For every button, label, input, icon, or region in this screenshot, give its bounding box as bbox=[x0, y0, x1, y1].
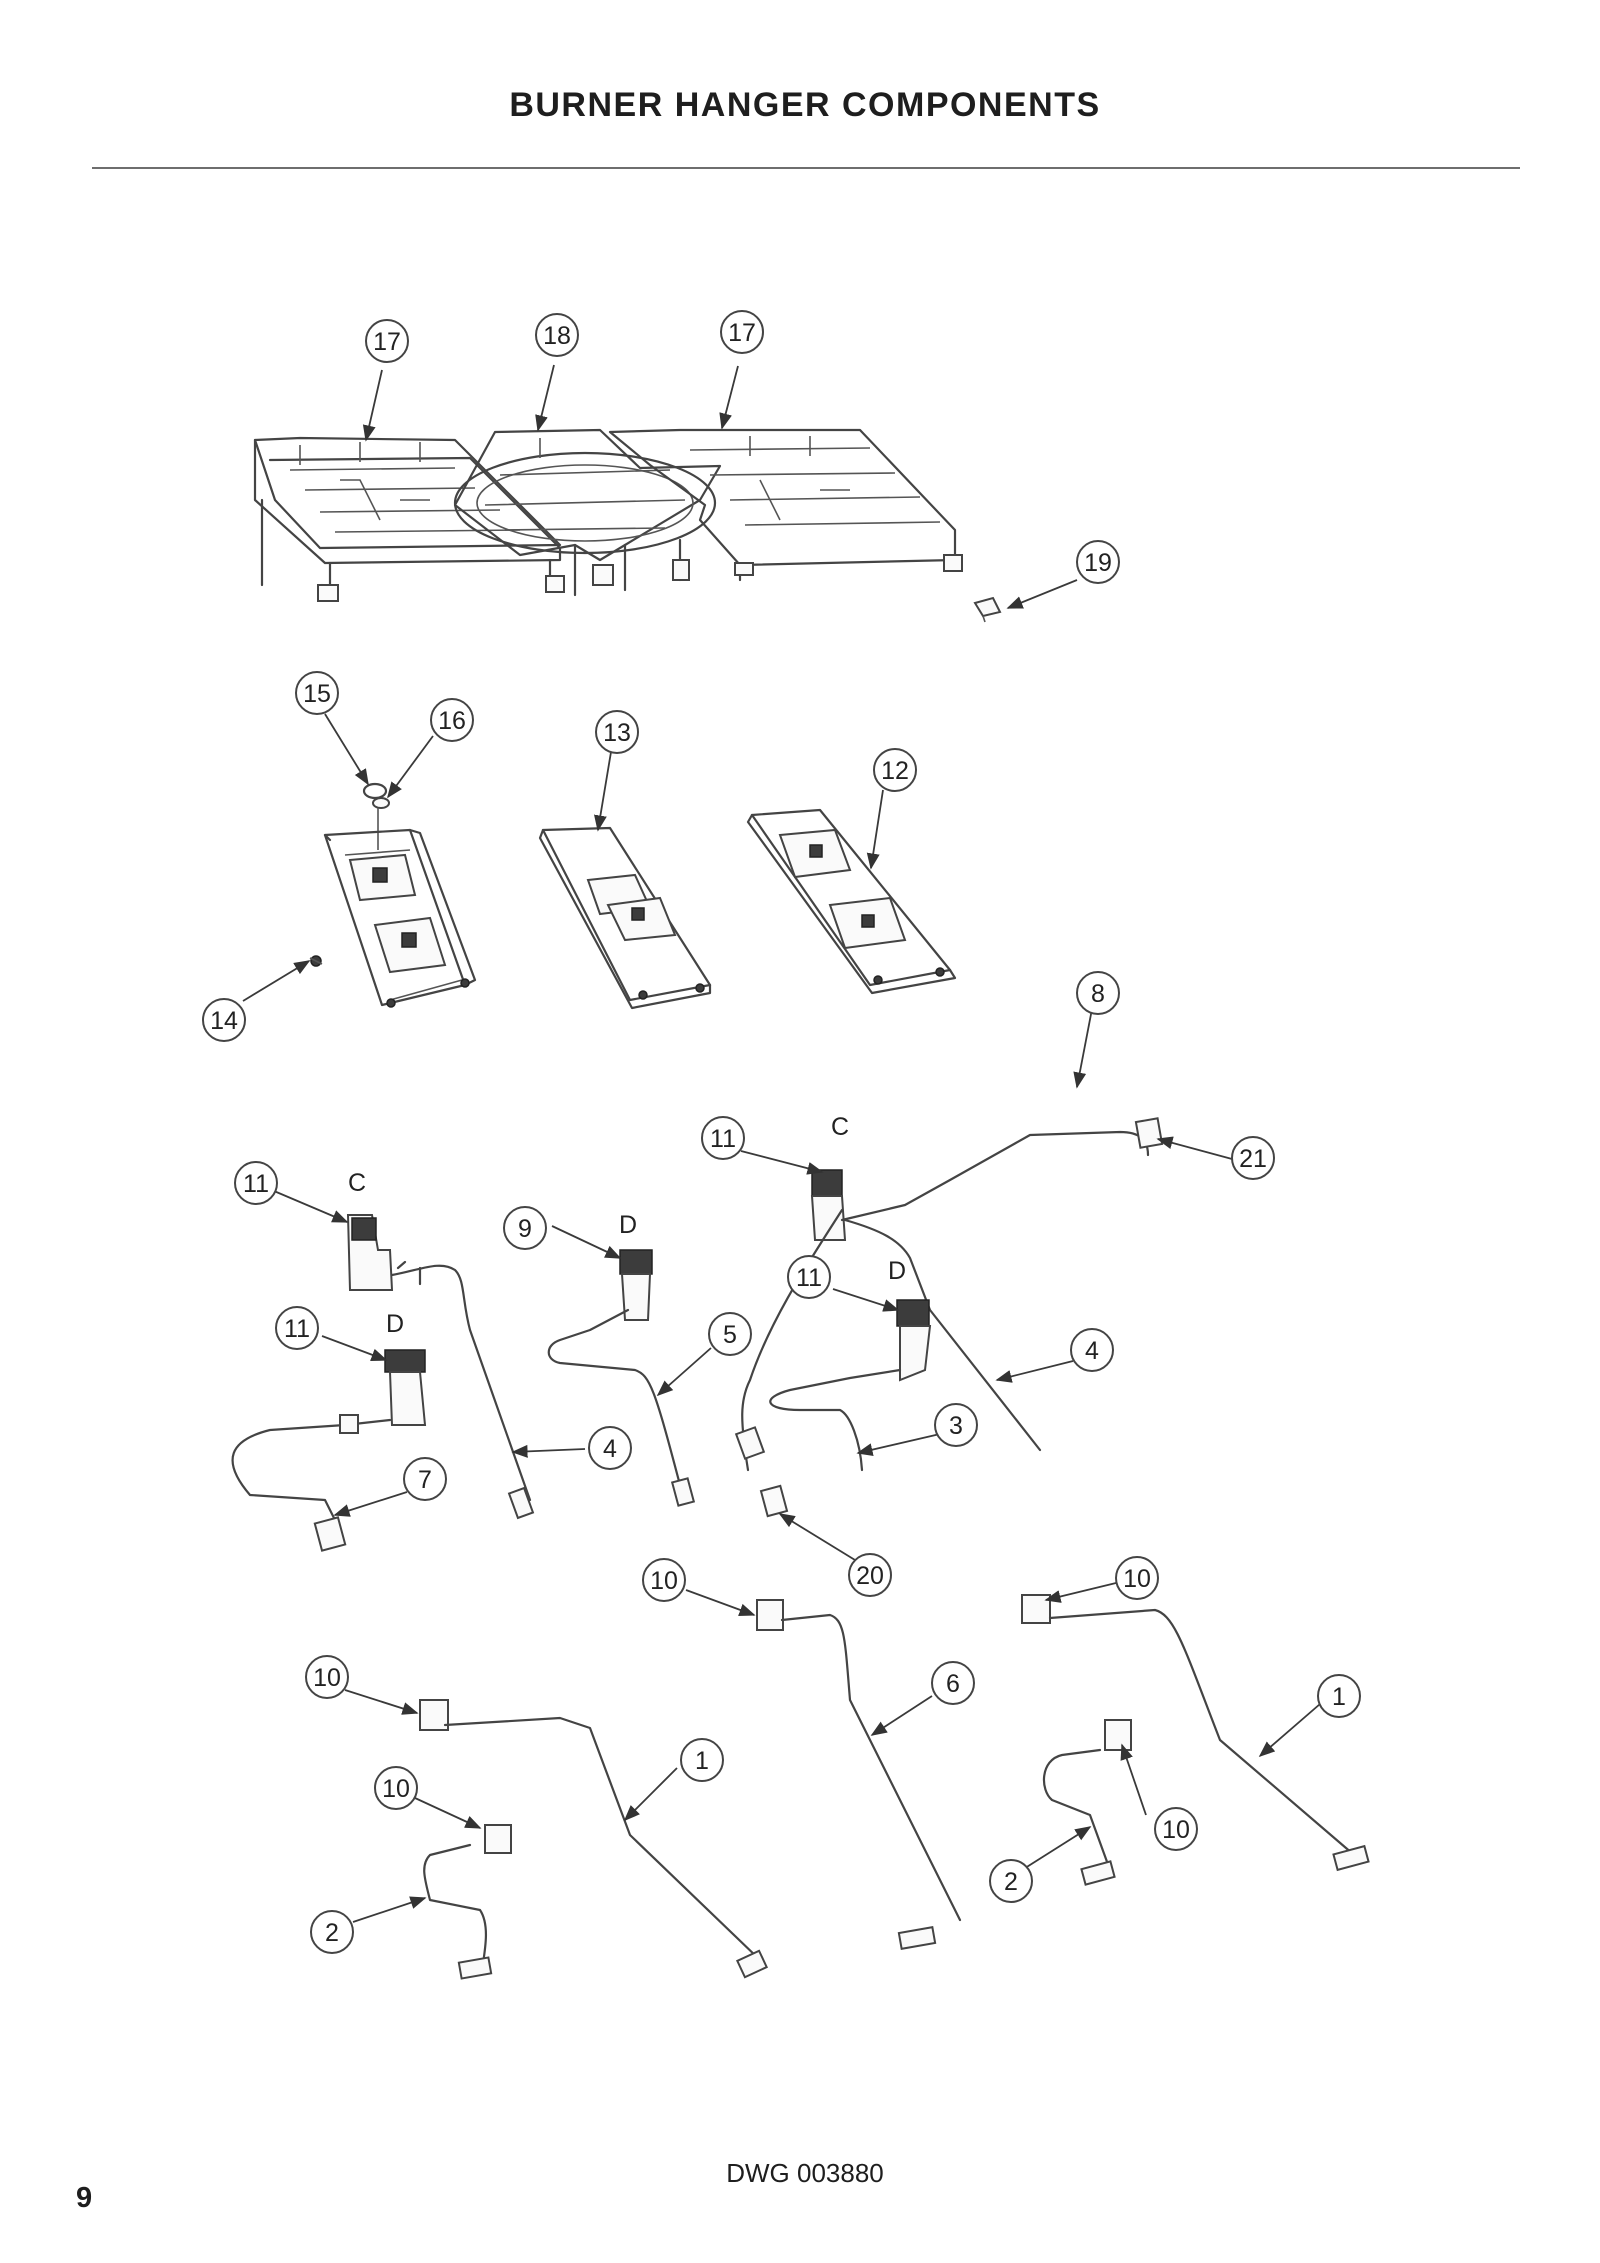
svg-text:11: 11 bbox=[243, 1170, 269, 1198]
callout-5: 5 bbox=[708, 1312, 752, 1356]
valve-fitting-lower-left bbox=[231, 1349, 427, 1552]
svg-text:10: 10 bbox=[650, 1567, 678, 1595]
callout-10-center: 10 bbox=[642, 1558, 686, 1602]
callout-16: 16 bbox=[430, 698, 474, 742]
svg-text:3: 3 bbox=[949, 1412, 963, 1440]
callout-15: 15 bbox=[295, 671, 339, 715]
svg-text:10: 10 bbox=[313, 1664, 341, 1692]
callout-2-left: 2 bbox=[310, 1910, 354, 1954]
callout-11-top-right: 11 bbox=[701, 1116, 745, 1160]
svg-text:14: 14 bbox=[210, 1007, 238, 1035]
svg-text:10: 10 bbox=[1123, 1565, 1151, 1593]
svg-text:13: 13 bbox=[603, 719, 631, 747]
connector-fitting bbox=[759, 1484, 789, 1518]
valve-fitting-right-middle bbox=[734, 1299, 932, 1472]
svg-text:4: 4 bbox=[1085, 1337, 1099, 1365]
svg-text:2: 2 bbox=[1004, 1868, 1018, 1896]
burner-tray-center bbox=[538, 826, 712, 1010]
svg-text:10: 10 bbox=[382, 1775, 410, 1803]
page-title: BURNER HANGER COMPONENTS bbox=[509, 86, 1101, 124]
svg-text:1: 1 bbox=[695, 1747, 709, 1775]
svg-text:18: 18 bbox=[543, 322, 571, 350]
svg-text:19: 19 bbox=[1084, 549, 1112, 577]
svg-text:10: 10 bbox=[1162, 1816, 1190, 1844]
variant-letter-d-center: D bbox=[619, 1211, 637, 1239]
svg-text:17: 17 bbox=[728, 319, 756, 347]
variant-letter-d-right: D bbox=[888, 1257, 906, 1285]
leader-lines bbox=[242, 364, 1321, 1923]
svg-text:4: 4 bbox=[603, 1435, 617, 1463]
callout-13: 13 bbox=[595, 710, 639, 754]
svg-text:20: 20 bbox=[856, 1562, 884, 1590]
callout-8: 8 bbox=[1076, 971, 1120, 1015]
callout-17-right: 17 bbox=[720, 310, 764, 354]
svg-text:9: 9 bbox=[518, 1215, 532, 1243]
callout-4-right: 4 bbox=[1070, 1328, 1114, 1372]
callout-18: 18 bbox=[535, 313, 579, 357]
callout-1-left: 1 bbox=[680, 1738, 724, 1782]
svg-text:8: 8 bbox=[1091, 980, 1105, 1008]
burner-tray-right bbox=[746, 808, 957, 995]
screw bbox=[309, 955, 323, 967]
svg-text:11: 11 bbox=[284, 1315, 310, 1343]
callout-2-right: 2 bbox=[989, 1859, 1033, 1903]
page-number: 9 bbox=[76, 2182, 93, 2214]
callout-11-left-middle: 11 bbox=[275, 1306, 319, 1350]
title-divider bbox=[92, 167, 1520, 169]
variant-letter-c-left: C bbox=[348, 1169, 366, 1197]
pipe-assembly-bottom-center bbox=[756, 1599, 962, 1950]
valve-fitting-upper-right bbox=[741, 1117, 1164, 1472]
svg-text:5: 5 bbox=[723, 1321, 737, 1349]
callout-1-right: 1 bbox=[1317, 1674, 1361, 1718]
callout-14: 14 bbox=[202, 998, 246, 1042]
callout-20: 20 bbox=[848, 1553, 892, 1597]
callout-12: 12 bbox=[873, 748, 917, 792]
callout-4-left: 4 bbox=[588, 1426, 632, 1470]
burner-tray-left bbox=[323, 782, 477, 1008]
svg-text:7: 7 bbox=[418, 1466, 432, 1494]
variant-letter-c-right: C bbox=[831, 1113, 849, 1141]
callout-7: 7 bbox=[403, 1457, 447, 1501]
callout-10-left-top: 10 bbox=[305, 1655, 349, 1699]
svg-text:11: 11 bbox=[796, 1264, 822, 1292]
callout-11-right-middle: 11 bbox=[787, 1255, 831, 1299]
callout-21: 21 bbox=[1231, 1136, 1275, 1180]
callout-10-left-lower: 10 bbox=[374, 1766, 418, 1810]
callout-6: 6 bbox=[931, 1661, 975, 1705]
callout-19: 19 bbox=[1076, 540, 1120, 584]
drawing-number: DWG 003880 bbox=[726, 2158, 884, 2188]
callout-10-right-lower: 10 bbox=[1154, 1807, 1198, 1851]
callout-11-top-left: 11 bbox=[234, 1161, 278, 1205]
pipe-assembly-bottom-right bbox=[1021, 1594, 1370, 1886]
svg-text:15: 15 bbox=[303, 680, 331, 708]
callout-9: 9 bbox=[503, 1206, 547, 1250]
pipe-assembly-bottom-left bbox=[419, 1699, 769, 1980]
svg-text:11: 11 bbox=[710, 1125, 736, 1153]
callout-3: 3 bbox=[934, 1403, 978, 1447]
svg-text:2: 2 bbox=[325, 1919, 339, 1947]
valve-fitting-center-left bbox=[547, 1249, 696, 1507]
svg-text:1: 1 bbox=[1332, 1683, 1346, 1711]
grate-assembly bbox=[253, 428, 963, 602]
svg-text:12: 12 bbox=[881, 757, 909, 785]
svg-text:17: 17 bbox=[373, 328, 401, 356]
svg-text:21: 21 bbox=[1239, 1145, 1267, 1173]
svg-text:16: 16 bbox=[438, 707, 466, 735]
valve-fitting-upper-left bbox=[346, 1214, 535, 1520]
callout-17-left: 17 bbox=[365, 319, 409, 363]
variant-letter-d-left: D bbox=[386, 1310, 404, 1338]
grate-clip bbox=[973, 596, 1002, 623]
svg-text:6: 6 bbox=[946, 1670, 960, 1698]
callout-10-right-top: 10 bbox=[1115, 1556, 1159, 1600]
